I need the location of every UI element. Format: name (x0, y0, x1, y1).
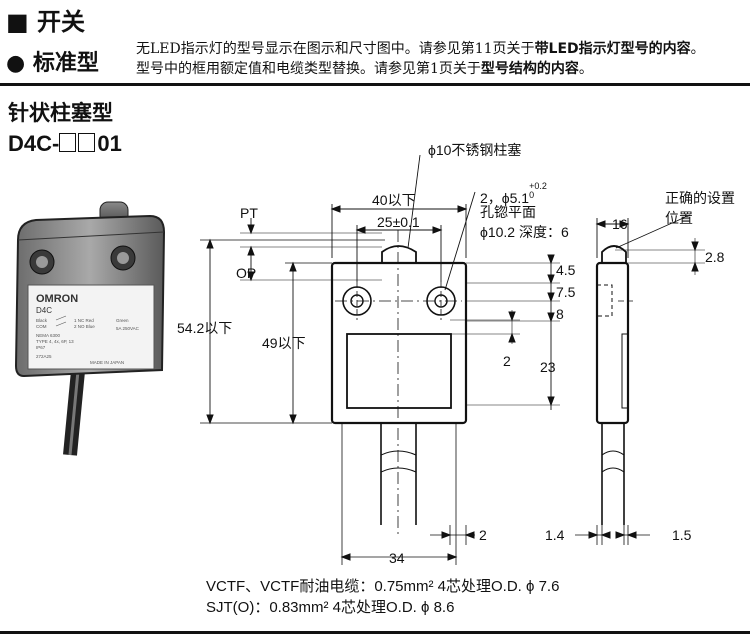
mount-position-line2: 位置 (665, 210, 693, 226)
svg-text:NEMA 6300: NEMA 6300 (36, 333, 61, 338)
note-line-2: 型号中的框用额定值和电缆类型替换。请参见第1页关于型号结构的内容。 (136, 61, 593, 77)
model-number: D4C-01 (8, 131, 122, 156)
square-bullet-icon: ■ (6, 8, 38, 36)
dim-1-4: 1.4 (545, 527, 565, 543)
plunger-note: ϕ10不锈钢柱塞 (428, 142, 522, 158)
front-cable (380, 423, 417, 525)
dim-side-width: 16 (612, 216, 628, 232)
hole-note-3: ϕ10.2 深度：6 (480, 224, 569, 240)
svg-text:COM: COM (36, 324, 47, 329)
svg-text:272A25: 272A25 (36, 354, 52, 359)
circle-bullet-icon: ● (6, 51, 33, 76)
section-title: ■ 开关 (6, 8, 86, 36)
svg-text:Black: Black (36, 318, 48, 323)
dim-width-max: 40以下 (372, 192, 416, 208)
switch-photo: OMRON D4C Black COM NEMA 6300 TYPE 4, 4x… (14, 201, 166, 456)
svg-text:Green: Green (116, 318, 129, 323)
header-divider (0, 83, 750, 86)
svg-text:TYPE 4, 4x, 6P, 13: TYPE 4, 4x, 6P, 13 (36, 339, 74, 344)
front-plunger (381, 245, 417, 263)
footer-divider (0, 631, 750, 634)
dim-hole-pitch: 25±0.1 (377, 214, 420, 230)
side-cable (601, 423, 625, 525)
dim-total-height: 54.2以下 (177, 320, 233, 336)
dim-pt: PT (240, 205, 258, 221)
dim-4-5: 4.5 (556, 262, 576, 278)
dim-23: 23 (540, 359, 556, 375)
dim-1-5: 1.5 (672, 527, 692, 543)
front-view-body (330, 261, 468, 425)
hole-note-2: 孔锪平面 (480, 204, 536, 220)
note-line-1: 无LED指示灯的型号显示在图示和尺寸图中。请参见第11页关于带LED指示灯型号的… (136, 41, 705, 57)
svg-text:D4C: D4C (36, 306, 52, 315)
subsection-title: ● 标准型 (6, 51, 99, 76)
dim-7-5: 7.5 (556, 284, 576, 300)
dim-op: OP (236, 265, 257, 281)
cable-spec-line-1: VCTF、VCTF耐油电缆：0.75mm² 4芯处理O.D. ϕ 7.6 (206, 578, 560, 595)
front-view-label-area (346, 333, 452, 409)
blank-box-icon (59, 133, 77, 152)
svg-text:1 NC Red: 1 NC Red (74, 318, 94, 323)
dim-2-right: 2 (479, 527, 487, 543)
cable-spec-line-2: SJT(O)：0.83mm² 4芯处理O.D. ϕ 8.6 (206, 599, 455, 616)
product-label (27, 284, 155, 370)
dim-body-height: 49以下 (262, 335, 306, 351)
dim-34: 34 (389, 550, 405, 566)
side-plunger (601, 245, 627, 263)
dim-2-8: 2.8 (705, 249, 725, 265)
dim-8: 8 (556, 306, 564, 322)
blank-box-icon (78, 133, 96, 152)
mount-position-line1: 正确的设置 (665, 190, 735, 206)
svg-text:IP67: IP67 (36, 345, 46, 350)
svg-text:2 NO Blue: 2 NO Blue (74, 324, 95, 329)
svg-text:5A 250VAC: 5A 250VAC (116, 326, 140, 331)
dim-2-left: 2 (503, 353, 511, 369)
product-type-title: 针状柱塞型 (8, 101, 113, 125)
brand-logo: OMRON (36, 293, 78, 305)
svg-text:MADE IN JAPAN: MADE IN JAPAN (90, 360, 124, 365)
